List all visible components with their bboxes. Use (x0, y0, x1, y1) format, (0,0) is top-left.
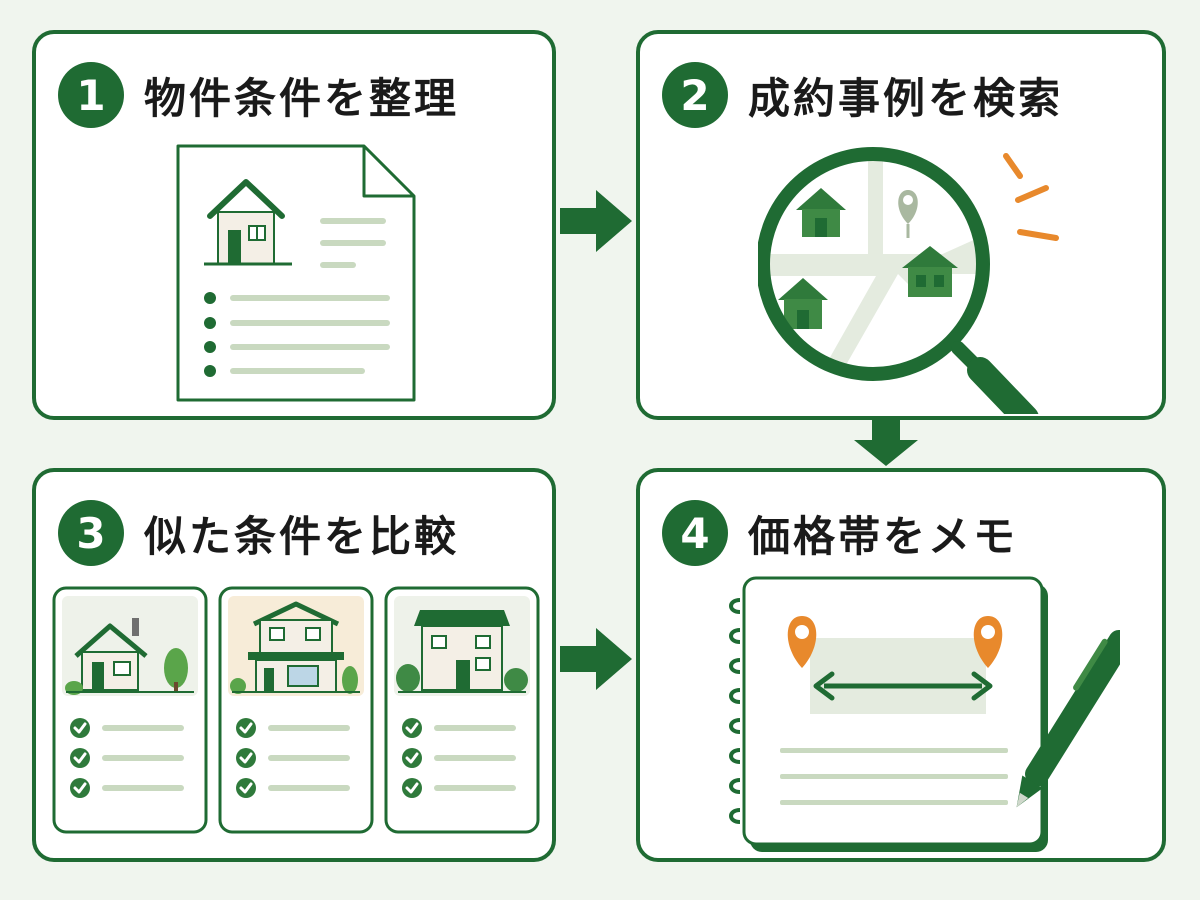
house-comparison-cards-icon (52, 586, 540, 834)
arrow-right-icon (560, 190, 632, 252)
step-4-panel: 4 価格帯をメモ (636, 468, 1166, 862)
magnifier-map-icon (758, 147, 1059, 414)
step-2-badge: 2 (662, 62, 728, 128)
step-3-badge: 3 (58, 500, 124, 566)
step-1-header: 1 物件条件を整理 (58, 62, 459, 128)
step-4-header: 4 価格帯をメモ (662, 500, 1018, 566)
step-3-header: 3 似た条件を比較 (58, 500, 459, 566)
notebook-price-range-icon (729, 576, 1120, 852)
comparison-card-2 (218, 586, 374, 834)
step-4-title: 価格帯をメモ (748, 511, 1019, 561)
comparison-card-1 (52, 586, 208, 834)
step-2-panel: 2 成約事例を検索 (636, 30, 1166, 420)
step-3-title: 似た条件を比較 (144, 511, 460, 561)
step-3-panel: 3 似た条件を比較 (32, 468, 556, 862)
comparison-card-3 (384, 586, 540, 834)
arrow-down-icon (854, 420, 918, 466)
step-2-title: 成約事例を検索 (748, 73, 1064, 123)
step-2-header: 2 成約事例を検索 (662, 62, 1063, 128)
step-1-badge: 1 (58, 62, 124, 128)
step-4-badge: 4 (662, 500, 728, 566)
step-1-title: 物件条件を整理 (144, 73, 460, 123)
arrow-right-icon (560, 628, 632, 690)
property-document-icon (176, 144, 416, 402)
step-1-panel: 1 物件条件を整理 (32, 30, 556, 420)
